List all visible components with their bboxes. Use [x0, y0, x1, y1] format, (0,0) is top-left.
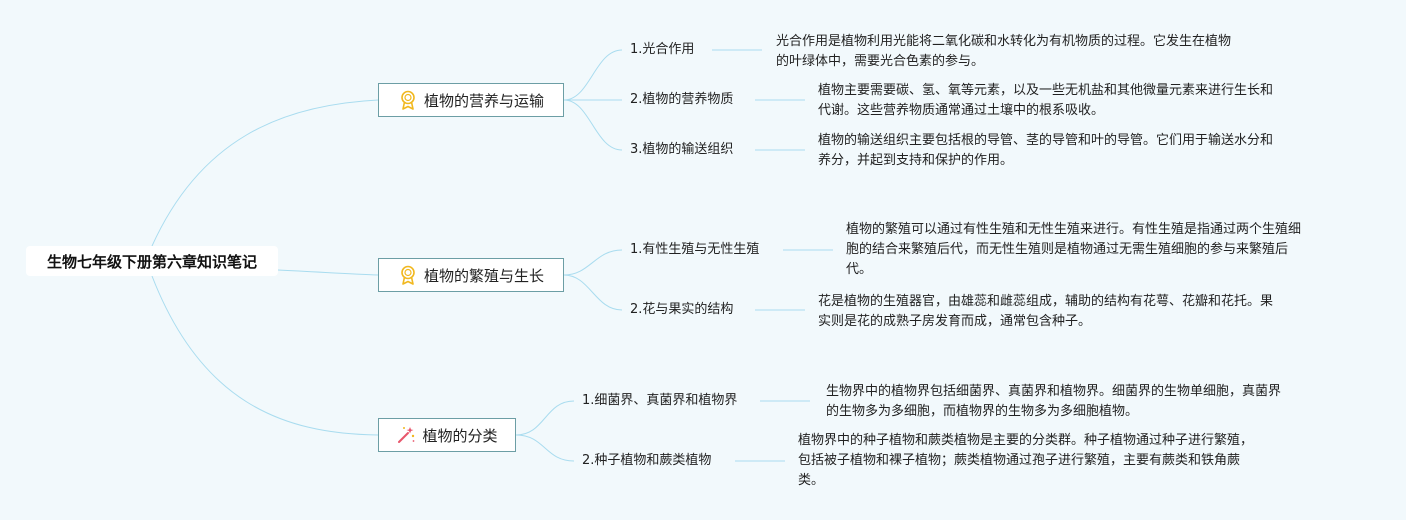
topic-photosynthesis[interactable]: 1.光合作用 — [630, 42, 695, 57]
branch-title: 植物的繁殖与生长 — [423, 266, 544, 285]
topic-description: 植物主要需要碳、氢、氧等元素，以及一些无机盐和其他微量元素来进行生长和 代谢。这… — [818, 83, 1274, 118]
topic-plant-nutrients[interactable]: 2.植物的营养物质 — [630, 92, 734, 107]
topic-seed-fern-plants[interactable]: 2.种子植物和蕨类植物 — [582, 453, 712, 468]
topic-description: 植物界中的种子植物和蕨类植物是主要的分类群。种子植物通过种子进行繁殖， 包括被子… — [798, 433, 1254, 488]
topic-description: 生物界中的植物界包括细菌界、真菌界和植物界。细菌界的生物单细胞，真菌界 的生物多… — [826, 384, 1282, 419]
branch-title: 植物的分类 — [422, 426, 498, 445]
branch-nutrition-transport[interactable]: 植物的营养与运输 — [378, 83, 564, 117]
topic-description: 植物的繁殖可以通过有性生殖和无性生殖来进行。有性生殖是指通过两个生殖细 胞的结合… — [846, 222, 1302, 277]
medal-icon — [398, 90, 418, 110]
branch-title: 植物的营养与运输 — [423, 91, 544, 110]
topic-kingdoms[interactable]: 1.细菌界、真菌界和植物界 — [582, 393, 738, 408]
topic-description: 植物的输送组织主要包括根的导管、茎的导管和叶的导管。它们用于输送水分和 养分，并… — [818, 133, 1274, 168]
topic-flower-fruit[interactable]: 2.花与果实的结构 — [630, 302, 734, 317]
topic-sexual-asexual[interactable]: 1.有性生殖与无性生殖 — [630, 242, 760, 257]
magic-wand-icon — [396, 425, 416, 445]
topic-transport-tissue[interactable]: 3.植物的输送组织 — [630, 142, 734, 157]
branch-reproduction-growth[interactable]: 植物的繁殖与生长 — [378, 258, 564, 292]
medal-icon — [398, 265, 418, 285]
branch-classification[interactable]: 植物的分类 — [378, 418, 516, 452]
root-topic[interactable]: 生物七年级下册第六章知识笔记 — [26, 246, 278, 276]
topic-description: 光合作用是植物利用光能将二氧化碳和水转化为有机物质的过程。它发生在植物 的叶绿体… — [776, 34, 1232, 69]
topic-description: 花是植物的生殖器官，由雄蕊和雌蕊组成，辅助的结构有花萼、花瓣和花托。果 实则是花… — [818, 294, 1274, 329]
